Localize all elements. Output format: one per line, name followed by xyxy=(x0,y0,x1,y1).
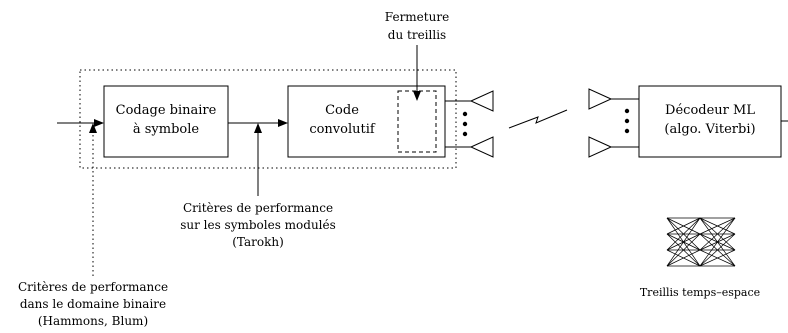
trellis-branch xyxy=(699,233,736,267)
transmit-antennas xyxy=(445,90,494,158)
space-time-trellis-illustration xyxy=(666,217,736,267)
trellis-branch xyxy=(699,217,736,267)
trellis-branch xyxy=(666,217,701,251)
convolutional-label-2: convolutif xyxy=(309,122,376,137)
trellis-termination-box xyxy=(397,90,437,153)
trellis-branch xyxy=(699,249,736,267)
trellis-termination-label-1: Fermeture xyxy=(385,10,449,24)
receive-antennas xyxy=(588,88,639,158)
trellis-branch xyxy=(666,217,701,267)
ml-decoder-block: Décodeur ML (algo. Viterbi) xyxy=(638,85,782,158)
trellis-termination-label-2: du treillis xyxy=(388,28,446,42)
space-time-trellis-label: Treillis temps–espace xyxy=(640,286,760,299)
symbol-criteria-label-1: Critères de performance xyxy=(183,201,333,215)
convolutional-label-1: Code xyxy=(325,103,359,118)
trellis-branch xyxy=(666,233,701,267)
ml-decoder-label-1: Décodeur ML xyxy=(665,103,755,118)
convolutional-code-block: Code convolutif xyxy=(287,85,446,158)
trellis-branch xyxy=(699,217,736,251)
trellis-branch xyxy=(666,217,701,235)
binary-criteria-label-1: Critères de performance xyxy=(18,280,168,294)
binary-criteria-label-2: dans le domaine binaire xyxy=(20,297,166,311)
binary-to-symbol-label-2: à symbole xyxy=(133,122,200,137)
encoder-enclosure xyxy=(79,69,457,169)
wireless-channel-icon xyxy=(508,109,568,129)
ml-decoder-label-2: (algo. Viterbi) xyxy=(664,122,755,137)
symbol-criteria-label-2: sur les symboles modulés xyxy=(180,218,336,232)
trellis-branch xyxy=(699,217,736,235)
binary-to-symbol-label-1: Codage binaire xyxy=(116,103,217,118)
trellis-branch xyxy=(666,249,701,267)
binary-criteria-label-3: (Hammons, Blum) xyxy=(38,314,148,328)
binary-to-symbol-block: Codage binaire à symbole xyxy=(103,85,229,158)
symbol-criteria-label-3: (Tarokh) xyxy=(232,235,284,249)
